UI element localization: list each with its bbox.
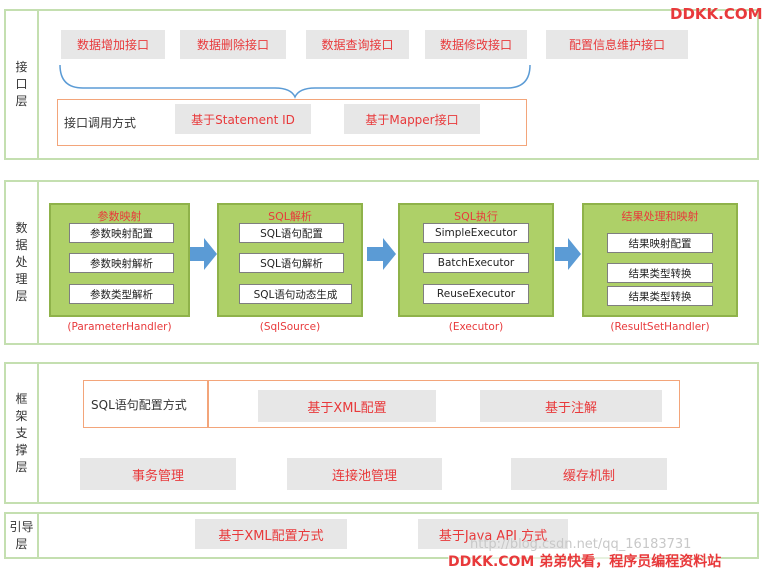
framework-support-layer-label: 框架支撑层 <box>6 364 39 502</box>
watermark-faint-url: http://blog.csdn.net/qq_16183731 <box>470 537 692 552</box>
call-mode-statement-label: 基于Statement ID <box>191 112 295 127</box>
param-mapping-parse: 参数映射解析 <box>69 253 174 273</box>
param-type-parse: 参数类型解析 <box>69 284 174 304</box>
call-mode-statement-box: 基于Statement ID <box>175 104 311 134</box>
sql-config-mode-divider <box>207 380 209 428</box>
connection-pool-label: 连接池管理 <box>331 468 397 484</box>
flow-arrow-3 <box>555 238 581 270</box>
sql-statement-parse: SQL语句解析 <box>239 253 344 273</box>
module-sql-parsing-title: SQL解析 <box>268 210 312 223</box>
sql-config-mode-label: SQL语句配置方式 <box>91 398 187 412</box>
cache-mechanism-label: 缓存机制 <box>562 468 615 484</box>
param-mapping-config: 参数映射配置 <box>69 223 174 243</box>
config-xml-label: 基于XML配置 <box>307 400 387 416</box>
call-mode-label: 接口调用方式 <box>64 116 137 130</box>
api-query-label: 数据查询接口 <box>321 38 394 52</box>
module-parameter-mapping-title: 参数映射 <box>97 210 142 223</box>
watermark-top: DDKK.COM <box>670 5 763 23</box>
api-config-box: 配置信息维护接口 <box>546 30 688 59</box>
api-update-box: 数据修改接口 <box>425 30 527 59</box>
result-mapping-config: 结果映射配置 <box>607 233 713 253</box>
config-annotation-label: 基于注解 <box>544 400 597 416</box>
boot-java-api-label: 基于Java API 方式 <box>438 528 548 544</box>
api-delete-label: 数据删除接口 <box>196 38 269 52</box>
boot-java-api-box: 基于Java API 方式 <box>418 519 568 549</box>
reuse-executor: ReuseExecutor <box>423 284 529 304</box>
data-processing-layer <box>4 180 759 345</box>
sql-statement-config: SQL语句配置 <box>239 223 344 243</box>
framework-support-layer <box>4 362 759 504</box>
boot-layer <box>4 512 759 559</box>
batch-executor: BatchExecutor <box>423 253 529 273</box>
boot-xml-label: 基于XML配置方式 <box>218 528 324 544</box>
transaction-management-box: 事务管理 <box>80 458 236 490</box>
handler-executor: (Executor) <box>448 321 504 333</box>
boot-xml-box: 基于XML配置方式 <box>195 519 347 549</box>
handler-sqlsource: (SqlSource) <box>259 321 321 333</box>
api-query-box: 数据查询接口 <box>306 30 409 59</box>
config-xml-box: 基于XML配置 <box>258 390 436 422</box>
api-config-label: 配置信息维护接口 <box>568 38 665 52</box>
api-update-label: 数据修改接口 <box>439 38 512 52</box>
data-processing-layer-label: 数据处理层 <box>6 182 39 343</box>
call-mode-mapper-label: 基于Mapper接口 <box>365 112 459 127</box>
call-mode-mapper-box: 基于Mapper接口 <box>344 104 480 134</box>
api-delete-box: 数据删除接口 <box>180 30 286 59</box>
module-result-mapping-title: 结果处理和映射 <box>621 210 699 223</box>
boot-layer-label: 引导层 <box>6 514 39 557</box>
api-add-box: 数据增加接口 <box>61 30 165 59</box>
flow-arrow-1 <box>190 238 217 270</box>
transaction-management-label: 事务管理 <box>131 468 184 484</box>
cache-mechanism-box: 缓存机制 <box>511 458 667 490</box>
connection-pool-box: 连接池管理 <box>287 458 442 490</box>
module-sql-execution-title: SQL执行 <box>454 210 498 223</box>
simple-executor: SimpleExecutor <box>423 223 529 243</box>
interface-layer-label: 接口层 <box>6 11 39 158</box>
sql-dynamic-generate: SQL语句动态生成 <box>239 284 352 304</box>
brace-connector <box>59 64 531 99</box>
config-annotation-box: 基于注解 <box>480 390 662 422</box>
handler-resultset: (ResultSetHandler) <box>610 321 710 333</box>
api-add-label: 数据增加接口 <box>76 38 149 52</box>
handler-parameter: (ParameterHandler) <box>67 321 172 333</box>
flow-arrow-2 <box>367 238 396 270</box>
interface-layer <box>4 9 759 160</box>
watermark-bottom: DDKK.COM 弟弟快看，程序员编程资料站 <box>448 551 722 571</box>
result-type-convert-1: 结果类型转换 <box>607 263 713 283</box>
result-type-convert-2: 结果类型转换 <box>607 286 713 306</box>
